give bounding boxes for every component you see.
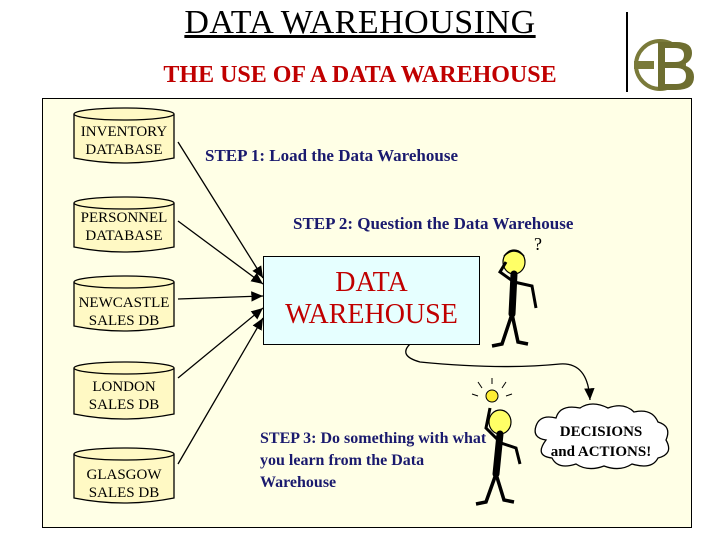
page-subtitle: THE USE OF A DATA WAREHOUSE xyxy=(163,62,557,88)
cylinder-shape xyxy=(73,196,175,253)
decisions-label: DECISIONS and ACTIONS! xyxy=(550,424,652,460)
step-1-label: STEP 1: Load the Data Warehouse xyxy=(205,146,458,165)
cloud-shape xyxy=(534,403,670,470)
arrow-personnel xyxy=(177,220,264,285)
logo-mark-icon xyxy=(634,39,694,91)
arrow-to-decisions xyxy=(405,343,595,401)
arrow-newcastle xyxy=(177,291,264,302)
cylinder-shape xyxy=(73,275,175,332)
step-2-label: STEP 2: Question the Data Warehouse xyxy=(293,214,574,233)
svg-text:?: ? xyxy=(534,234,542,254)
arrow-glasgow xyxy=(177,317,264,465)
arrow-london xyxy=(177,307,264,379)
database-newcastle: NEWCASTLE SALES DB xyxy=(72,274,176,334)
decisions-cloud: DECISIONS and ACTIONS! xyxy=(526,400,676,472)
database-inventory: INVENTORY DATABASE xyxy=(72,106,176,166)
page-title: DATA WAREHOUSING xyxy=(184,4,536,41)
data-warehouse-box: DATA WAREHOUSE xyxy=(263,256,480,345)
database-label: INVENTORY DATABASE xyxy=(80,124,168,158)
database-label: LONDON SALES DB xyxy=(88,379,160,413)
database-label: NEWCASTLE SALES DB xyxy=(78,295,170,329)
database-london: LONDON SALES DB xyxy=(72,360,176,422)
database-personnel: PERSONNEL DATABASE xyxy=(72,195,176,255)
cylinder-shape xyxy=(73,447,175,504)
arrow-inventory xyxy=(177,141,264,279)
thinking-person-icon: ? xyxy=(491,234,542,348)
step-3-label: STEP 3: Do something with what you learn… xyxy=(260,430,487,491)
cylinder-shape xyxy=(73,107,175,164)
title-divider xyxy=(626,12,628,92)
data-warehouse-label: DATA WAREHOUSE xyxy=(285,267,458,330)
database-label: GLASGOW SALES DB xyxy=(86,467,162,501)
idea-person-icon xyxy=(471,378,522,506)
database-label: PERSONNEL DATABASE xyxy=(80,210,168,244)
logo xyxy=(634,34,696,96)
database-glasgow: GLASGOW SALES DB xyxy=(72,446,176,506)
cylinder-shape xyxy=(73,361,175,420)
